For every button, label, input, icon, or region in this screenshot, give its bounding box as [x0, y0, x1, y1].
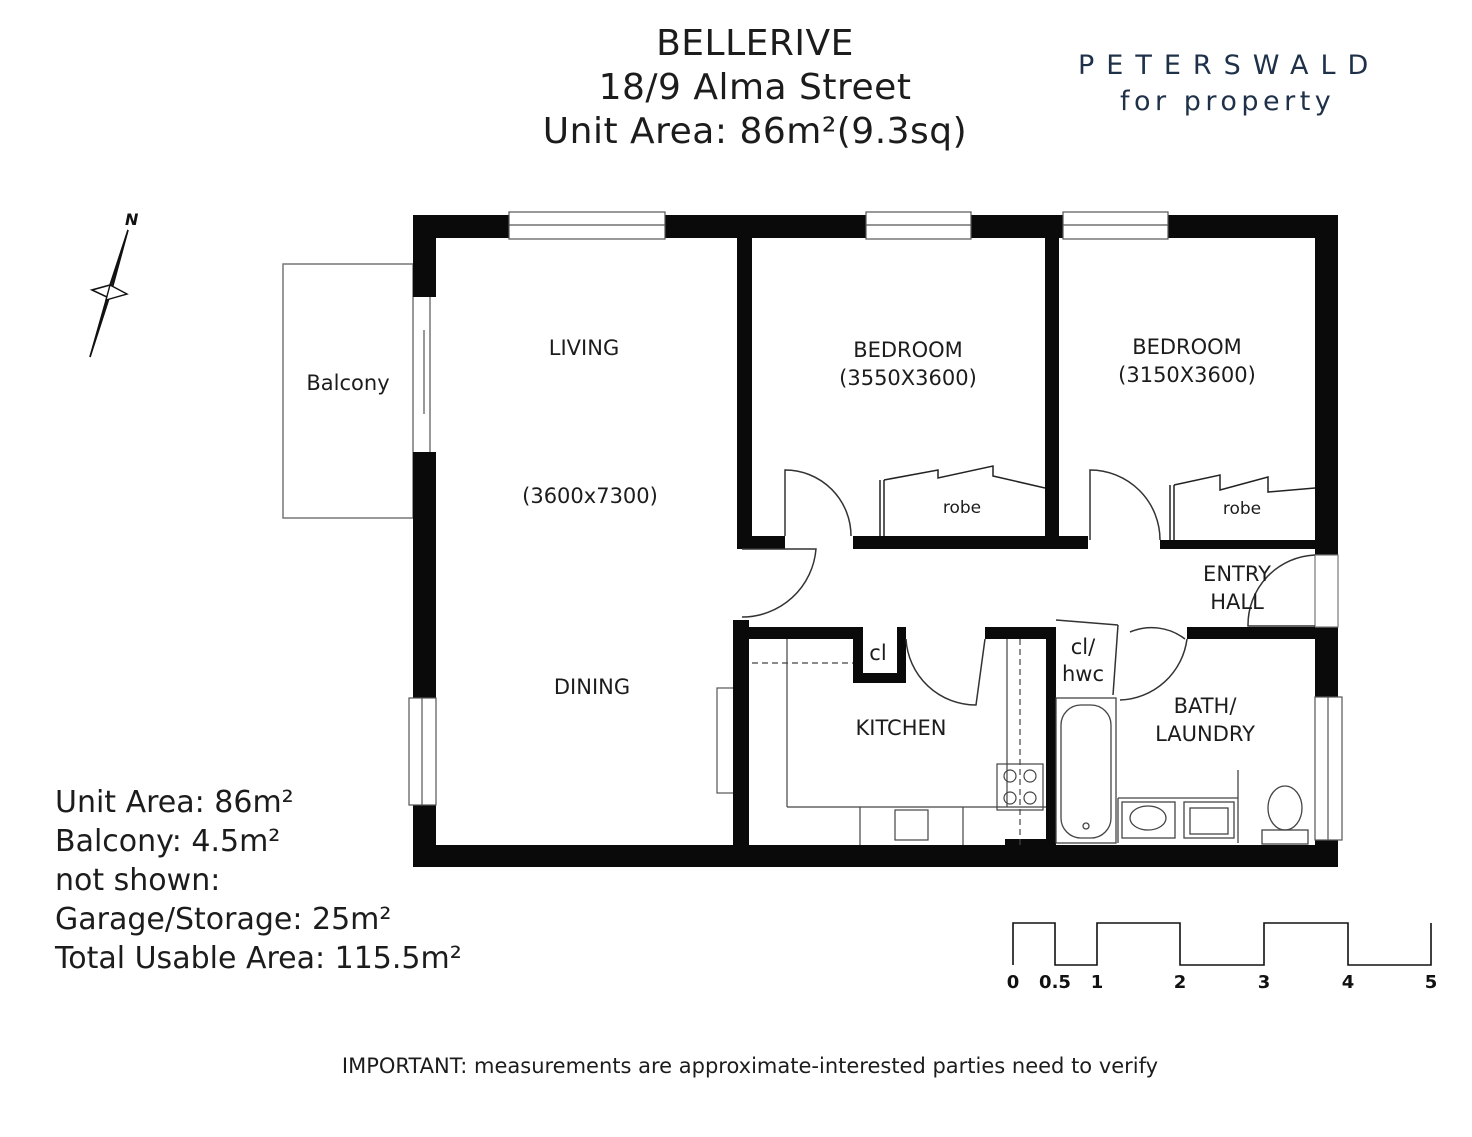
- robes: [879, 465, 1316, 540]
- area-not-shown: not shown:: [55, 863, 221, 898]
- room-label-bath: BATH/: [1174, 694, 1238, 718]
- brand-name: PETERSWALD: [1078, 50, 1381, 81]
- room-label-entry: ENTRY: [1203, 562, 1271, 586]
- scale-label-2: 2: [1174, 972, 1187, 993]
- bathroom-fittings: [1055, 697, 1309, 845]
- room-label-kitchen: KITCHEN: [856, 716, 947, 740]
- scale-label-4: 4: [1342, 972, 1355, 993]
- room-label-dining: DINING: [554, 675, 630, 699]
- area-summary: Unit Area: 86m² Balcony: 4.5m² not shown…: [55, 783, 462, 978]
- room-label-bedroom-2: BEDROOM: [1132, 335, 1242, 359]
- robe-label-2: robe: [1223, 499, 1261, 519]
- scale-bar: [1012, 922, 1432, 966]
- brand-tagline: for property: [1120, 86, 1336, 117]
- north-arrow-icon: N: [89, 210, 139, 358]
- interior-walls: [733, 230, 1315, 847]
- area-garage: Garage/Storage: 25m²: [55, 902, 392, 937]
- scale-label-0: 0: [1007, 972, 1020, 993]
- room-label-cl: cl: [869, 641, 886, 665]
- address-title: 18/9 Alma Street: [598, 67, 912, 108]
- area-unit: Unit Area: 86m²: [55, 785, 294, 820]
- north-label: N: [125, 210, 139, 229]
- room-label-laundry: LAUNDRY: [1155, 722, 1255, 746]
- balcony-outline: [282, 263, 414, 519]
- scale-label-0-5: 0.5: [1039, 972, 1071, 993]
- scale-label-1: 1: [1091, 972, 1104, 993]
- room-dims-bedroom-1: (3550X3600): [839, 366, 977, 390]
- door-swings: [741, 469, 1316, 706]
- room-dims-living: (3600x7300): [522, 484, 658, 508]
- room-label-hall: HALL: [1210, 590, 1264, 614]
- kitchen-fittings: [752, 639, 1046, 845]
- unit-area-title: Unit Area: 86m²(9.3sq): [542, 111, 968, 152]
- room-label-cl-hwc-line2: hwc: [1062, 662, 1104, 686]
- suburb-title: BELLERIVE: [656, 23, 854, 64]
- area-balcony: Balcony: 4.5m²: [55, 824, 281, 859]
- room-label-balcony: Balcony: [306, 371, 389, 395]
- windows: [408, 211, 1343, 841]
- disclaimer-note: IMPORTANT: measurements are approximate-…: [341, 1054, 1159, 1078]
- room-label-bedroom-1: BEDROOM: [853, 338, 963, 362]
- scale-label-5: 5: [1425, 972, 1438, 993]
- room-dims-bedroom-2: (3150X3600): [1118, 363, 1256, 387]
- area-total: Total Usable Area: 115.5m²: [55, 941, 462, 976]
- room-label-cl-hwc-line1: cl/: [1071, 635, 1096, 659]
- robe-label-1: robe: [943, 498, 981, 518]
- scale-label-3: 3: [1258, 972, 1271, 993]
- room-label-living: LIVING: [549, 336, 619, 360]
